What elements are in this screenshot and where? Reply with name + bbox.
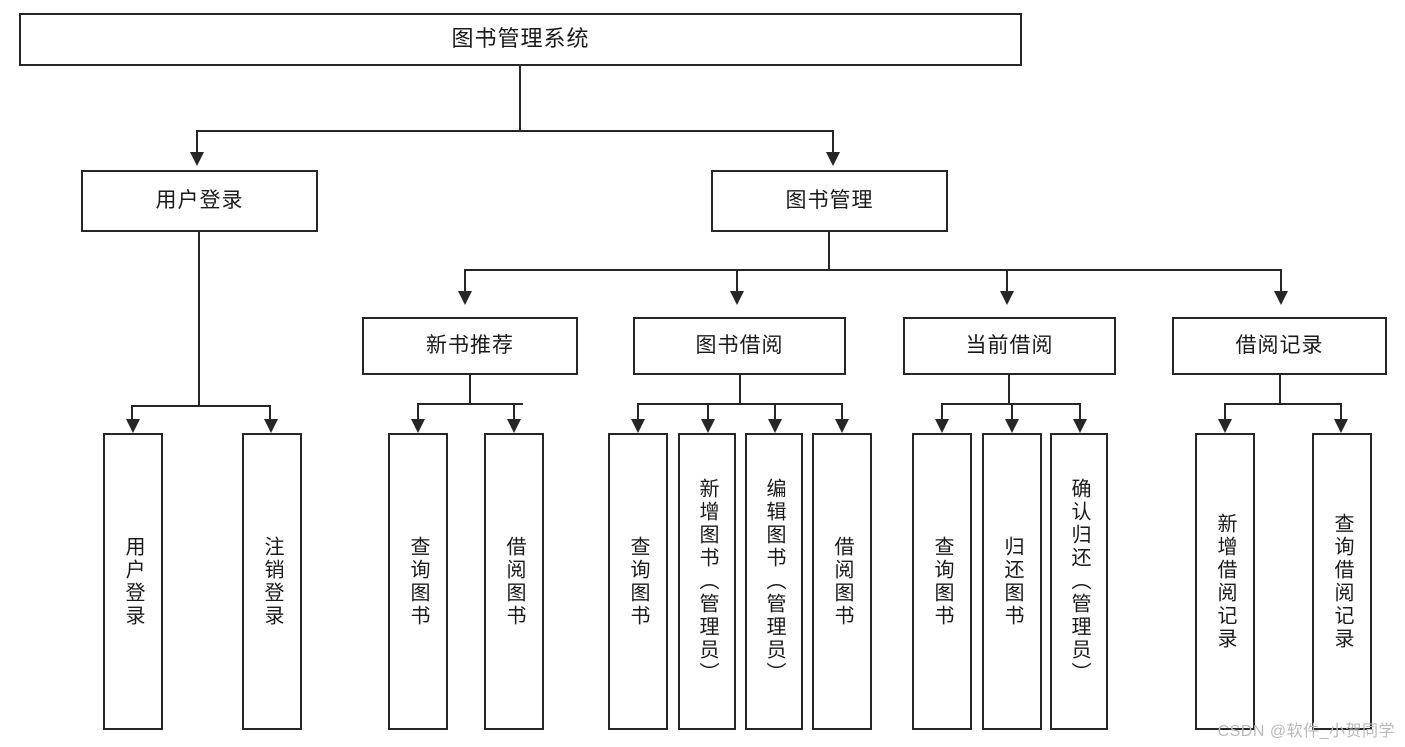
leaf-nbr-query-book[interactable]: 查询图书	[388, 433, 448, 730]
edge-book-manage-bus	[464, 269, 1282, 271]
edge-user-login-stem	[198, 232, 200, 407]
arrow-br-to-add-record	[1218, 419, 1232, 433]
arrow-to-leaf-user-login	[126, 419, 140, 433]
arrow-cb-to-confirm-return	[1073, 419, 1087, 433]
leaf-bb-borrow-book[interactable]: 借阅图书	[812, 433, 872, 730]
edge-cb-bus	[941, 403, 1079, 405]
edge-user-login-drop-2	[269, 405, 271, 421]
edge-nbr-drop-2	[513, 403, 515, 421]
edge-root-stem	[519, 66, 521, 131]
edge-bm-drop-2	[736, 269, 738, 296]
edge-user-login-drop-1	[131, 405, 133, 421]
node-root-system[interactable]: 图书管理系统	[19, 13, 1022, 66]
arrow-bb-to-edit-book	[768, 419, 782, 433]
arrow-bb-to-borrow-book	[835, 419, 849, 433]
edge-br-stem	[1279, 375, 1281, 405]
node-book-borrow[interactable]: 图书借阅	[633, 317, 846, 375]
leaf-br-query-record[interactable]: 查询借阅记录	[1312, 433, 1372, 730]
edge-root-bus	[196, 130, 834, 132]
node-new-book-recommend[interactable]: 新书推荐	[362, 317, 578, 375]
edge-cb-drop-2	[1011, 403, 1013, 421]
arrow-br-to-query-record	[1334, 419, 1348, 433]
edge-br-drop-1	[1224, 403, 1226, 421]
node-user-login[interactable]: 用户登录	[81, 170, 318, 232]
leaf-bb-query-book[interactable]: 查询图书	[608, 433, 668, 730]
edge-root-drop-user	[196, 130, 198, 158]
edge-bb-drop-2	[707, 403, 709, 421]
node-current-borrow[interactable]: 当前借阅	[903, 317, 1116, 375]
arrow-to-new-book-recommend	[458, 291, 472, 305]
arrow-nbr-to-query-book	[411, 419, 425, 433]
node-borrow-record[interactable]: 借阅记录	[1172, 317, 1387, 375]
arrow-cb-to-query-book	[935, 419, 949, 433]
edge-cb-stem	[1008, 375, 1010, 405]
edge-nbr-bus	[417, 403, 523, 405]
arrow-to-book-borrow	[730, 291, 744, 305]
edge-bm-drop-1	[464, 269, 466, 296]
edge-cb-drop-1	[941, 403, 943, 421]
arrow-cb-to-return-book	[1005, 419, 1019, 433]
edge-root-drop-book	[832, 130, 834, 158]
arrow-bb-to-add-book	[701, 419, 715, 433]
leaf-user-login[interactable]: 用户登录	[103, 433, 163, 730]
edge-bm-drop-3	[1006, 269, 1008, 296]
arrow-to-leaf-logout	[264, 419, 278, 433]
leaf-br-add-record[interactable]: 新增借阅记录	[1195, 433, 1255, 730]
arrow-nbr-to-borrow-book	[507, 419, 521, 433]
edge-user-login-bus	[131, 405, 269, 407]
arrow-root-to-user-login	[190, 152, 204, 166]
arrow-to-borrow-record	[1274, 291, 1288, 305]
arrow-root-to-book-manage	[826, 152, 840, 166]
edge-nbr-drop-1	[417, 403, 419, 421]
edge-bb-drop-1	[637, 403, 639, 421]
edge-br-drop-2	[1340, 403, 1342, 421]
edge-br-bus	[1224, 403, 1342, 405]
edge-bb-drop-4	[841, 403, 843, 421]
arrow-bb-to-query-book	[631, 419, 645, 433]
edge-bb-drop-3	[774, 403, 776, 421]
edge-bb-stem	[739, 375, 741, 405]
edge-cb-drop-3	[1079, 403, 1081, 421]
leaf-cb-confirm-return-admin[interactable]: 确认归还（管理员）	[1050, 433, 1108, 730]
leaf-nbr-borrow-book[interactable]: 借阅图书	[484, 433, 544, 730]
edge-bm-drop-4	[1280, 269, 1282, 296]
leaf-cb-query-book[interactable]: 查询图书	[912, 433, 972, 730]
leaf-cb-return-book[interactable]: 归还图书	[982, 433, 1042, 730]
leaf-bb-add-book-admin[interactable]: 新增图书（管理员）	[678, 433, 736, 730]
node-book-manage[interactable]: 图书管理	[711, 170, 948, 232]
leaf-logout[interactable]: 注销登录	[242, 433, 302, 730]
leaf-bb-edit-book-admin[interactable]: 编辑图书（管理员）	[745, 433, 803, 730]
edge-book-manage-stem	[828, 232, 830, 271]
edge-nbr-stem	[469, 375, 471, 405]
edge-bb-bus	[637, 403, 843, 405]
arrow-to-current-borrow	[1000, 291, 1014, 305]
